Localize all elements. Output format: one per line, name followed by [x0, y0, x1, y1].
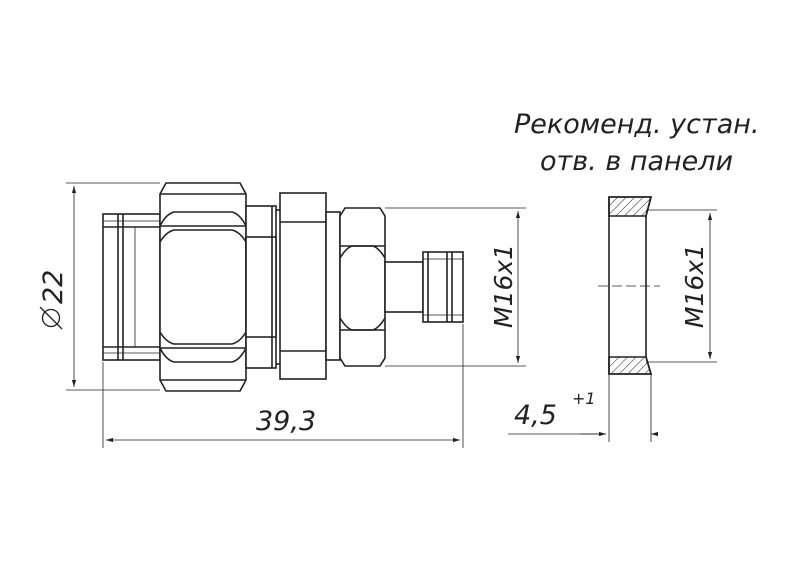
panel-thickness-label: 4,5: [514, 400, 557, 431]
gap-ring: [325, 211, 341, 361]
large-hex-nut: [159, 182, 247, 392]
diameter-dimension: 22: [38, 182, 160, 391]
connector-side-view: 22 M16x1 39,3: [38, 182, 526, 448]
connector-thread-dimension: M16x1: [385, 207, 526, 367]
length-label: 39,3: [256, 406, 316, 437]
neck-1: [245, 205, 277, 369]
small-hex-nut: [339, 207, 386, 367]
connector-thread-label: M16x1: [489, 244, 518, 328]
left-coupling: [102, 213, 161, 361]
note-line-2: отв. в панели: [540, 146, 733, 177]
note-line-1: Рекоменд. устан.: [514, 109, 760, 140]
diameter-label: 22: [38, 270, 69, 304]
panel-tolerance-label: +1: [572, 389, 596, 408]
panel-section: Рекоменд. устан. отв. в панели M16x1 4,5…: [508, 109, 760, 442]
panel-flange: [276, 192, 327, 380]
panel-thread-label: M16x1: [680, 244, 709, 328]
length-dimension: 39,3: [102, 324, 464, 448]
small-end: [384, 251, 464, 323]
